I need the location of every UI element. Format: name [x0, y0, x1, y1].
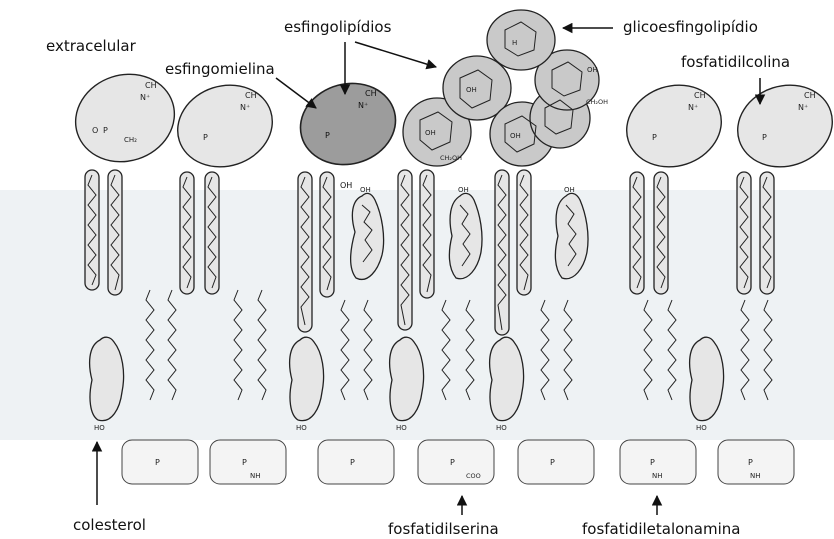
head-p: P	[155, 458, 160, 467]
head-n: N⁺	[358, 101, 368, 110]
lower-headgroups: P P P P COO P NH P NH NH P	[122, 440, 794, 484]
tail	[495, 170, 509, 335]
sugar-h: H	[512, 39, 517, 47]
head-p: P	[762, 133, 767, 142]
head-p: P	[450, 458, 455, 467]
label-fosfatidilserina: fosfatidilserina	[388, 520, 499, 538]
tail	[517, 170, 531, 295]
head-ch3: CH	[694, 91, 706, 100]
label-fosfatidiletalonamina: fosfatidiletalonamina	[582, 520, 740, 538]
head-p: P	[350, 458, 355, 467]
sugar-ring	[487, 10, 555, 70]
tail	[108, 170, 122, 295]
ho-label: HO	[94, 424, 105, 432]
ho-label: HO	[396, 424, 407, 432]
head-nh: NH	[750, 472, 761, 480]
head-p: P	[242, 458, 247, 467]
ho-label: HO	[696, 424, 707, 432]
tail	[737, 172, 751, 294]
sugar-oh: OH	[587, 66, 598, 74]
choline-head	[616, 73, 732, 179]
head-n: N⁺	[688, 103, 698, 112]
head-ch3: CH	[145, 81, 157, 90]
arrow-esfingolipidios-right	[355, 42, 436, 67]
headgroup-box	[518, 440, 594, 484]
tail	[760, 172, 774, 294]
choline-head	[727, 73, 834, 179]
arrow-esfingomielina	[276, 78, 316, 108]
head-n: N⁺	[240, 103, 250, 112]
sugar-oh: OH	[510, 132, 521, 140]
head-p: P	[325, 131, 330, 140]
sugar-oh: OH	[425, 129, 436, 137]
head-n: N⁺	[140, 93, 150, 102]
sugar-ch2oh: CH₂OH	[440, 154, 462, 162]
choline-head	[64, 62, 186, 175]
head-oh: OH	[340, 181, 352, 190]
headgroup-box	[122, 440, 198, 484]
head-o: O	[92, 126, 98, 135]
sugar-oh: OH	[466, 86, 477, 94]
choline-head	[167, 73, 283, 179]
head-p: P	[748, 458, 753, 467]
head-p: P	[650, 458, 655, 467]
head-p: P	[550, 458, 555, 467]
head-nh: NH	[652, 472, 663, 480]
oh-label: OH	[360, 186, 371, 194]
tail	[630, 172, 644, 294]
tail	[654, 172, 668, 294]
head-ch3: CH	[804, 91, 816, 100]
label-colesterol: colesterol	[73, 516, 146, 534]
oh-label: OH	[564, 186, 575, 194]
sugar-ch2oh: CH₂OH	[586, 98, 608, 106]
tail	[205, 172, 219, 294]
oh-label: OH	[458, 186, 469, 194]
head-ch2: CH₂	[124, 136, 137, 144]
headgroup-box	[318, 440, 394, 484]
head-coo: COO	[466, 472, 481, 480]
head-p: P	[652, 133, 657, 142]
label-fosfatidilcolina: fosfatidilcolina	[681, 53, 790, 71]
ho-label: HO	[496, 424, 507, 432]
label-glicoesfingolipidio: glicoesfingolipídio	[623, 18, 758, 36]
head-p: P	[103, 126, 108, 135]
label-esfingolipidios: esfingolipídios	[284, 18, 391, 36]
headgroup-box	[418, 440, 494, 484]
tail	[180, 172, 194, 294]
sphingomyelin-head	[291, 73, 404, 175]
head-ch3: CH	[365, 89, 377, 98]
head-n: N⁺	[798, 103, 808, 112]
label-extracelular: extracelular	[46, 37, 136, 55]
head-p: P	[203, 133, 208, 142]
head-nh: NH	[250, 472, 261, 480]
ho-label: HO	[296, 424, 307, 432]
headgroup-box	[210, 440, 286, 484]
tail	[320, 172, 334, 297]
label-esfingomielina: esfingomielina	[165, 60, 275, 78]
head-ch3: CH	[245, 91, 257, 100]
